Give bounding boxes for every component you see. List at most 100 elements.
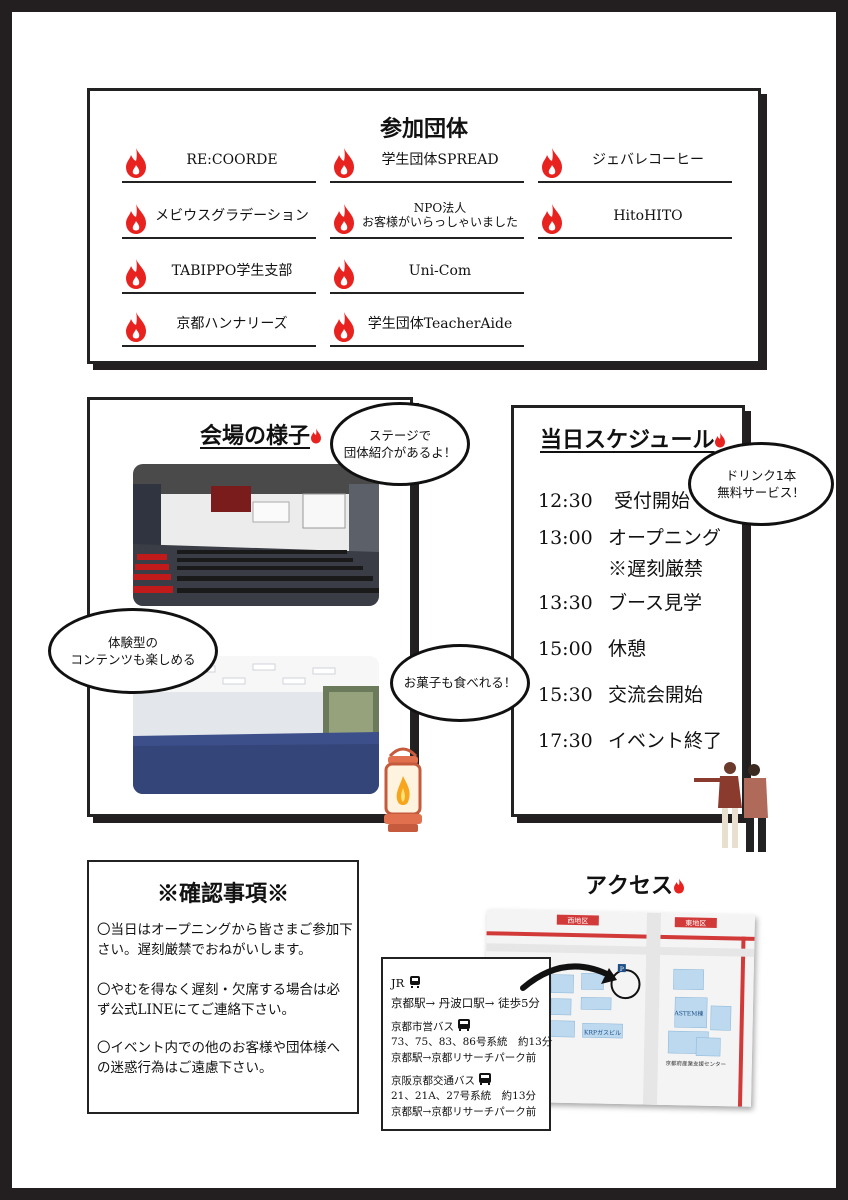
group-item: NPO法人 お客様がいらっしゃいました bbox=[330, 199, 524, 239]
schedule-row: ※遅刻厳禁 bbox=[538, 554, 703, 581]
jr-label-text: JR bbox=[391, 976, 405, 990]
group-name: TABIPPO学生支部 bbox=[171, 262, 293, 279]
group-item: RE:COORDE bbox=[122, 143, 316, 183]
notes-title: ※確認事項※ bbox=[156, 881, 289, 907]
group-item: ジェバレコーヒー bbox=[538, 143, 732, 183]
schedule-label: 受付開始 bbox=[614, 490, 691, 512]
group-name: 京都ハンナリーズ bbox=[176, 315, 288, 332]
note-item: 〇やむを得なく遅刻・欠席する場合は必ず公式LINEにてご連絡下さい。 bbox=[97, 982, 340, 1019]
jr-route: 京都駅→ 丹波口駅→ 徒歩5分 bbox=[391, 996, 540, 1010]
map-kpp-label: KRPガスビル bbox=[584, 1028, 621, 1037]
groups-title: 参加団体 bbox=[379, 116, 468, 142]
transit-info-box: JR 京都駅→ 丹波口駅→ 徒歩5分 京都市営バス 73、75、83、86号系統… bbox=[381, 957, 553, 1131]
flame-icon bbox=[540, 203, 564, 235]
venue-title: 会場の様子 bbox=[200, 418, 322, 450]
pointer-arrow-icon bbox=[520, 963, 617, 991]
participating-groups-box: 参加団体 RE:COORDE 学生団体SPREAD ジェバレコーヒーメビウスグラデー… bbox=[87, 88, 761, 364]
schedule-label: ※遅刻厳禁 bbox=[608, 558, 704, 580]
schedule-title: 当日スケジュール bbox=[540, 422, 726, 454]
flame-icon bbox=[332, 203, 356, 235]
group-item: TABIPPO学生支部 bbox=[122, 254, 316, 294]
map-center-label: 京都府産業支援センター bbox=[666, 1059, 727, 1068]
schedule-label: オープニング bbox=[608, 527, 721, 549]
schedule-time: 15:30 bbox=[538, 684, 593, 706]
group-item: HitoHITO bbox=[538, 199, 732, 239]
group-name: Uni-Com bbox=[408, 262, 472, 279]
access-title: アクセス bbox=[585, 868, 685, 900]
schedule-row: 17:30 イベント終了 bbox=[538, 726, 722, 753]
couple-illustration bbox=[686, 758, 778, 858]
flame-icon bbox=[332, 147, 356, 179]
jr-label: JR bbox=[391, 975, 422, 992]
city-bus-route: 京都駅→京都リサーチパーク前 bbox=[391, 1052, 537, 1064]
schedule-time: 13:00 bbox=[538, 527, 593, 549]
bus-icon bbox=[479, 1073, 492, 1085]
map-building-label: ASTEM棟 bbox=[673, 1009, 703, 1018]
flame-icon bbox=[311, 428, 322, 444]
bubble-snacks-text: お菓子も食べれる！ bbox=[403, 675, 517, 691]
schedule-label: 交流会開始 bbox=[608, 684, 704, 706]
map-west-label: 西地区 bbox=[567, 916, 588, 925]
schedule-box: 当日スケジュール 12:30 受付開始 13:00 オープニング ※遅刻厳禁 13:30 ブ… bbox=[511, 405, 745, 817]
schedule-label: ブース見学 bbox=[608, 592, 703, 614]
flame-icon bbox=[124, 147, 148, 179]
group-item: Uni-Com bbox=[330, 254, 524, 294]
flame-icon bbox=[124, 258, 148, 290]
kyoto-bus-lines: 21、21A、27号系統 約13分 bbox=[391, 1090, 537, 1102]
lantern-illustration bbox=[374, 746, 432, 836]
city-bus-label: 京都市営バス bbox=[391, 1019, 471, 1036]
bubble-drink-text: ドリンク1本 無料サービス！ bbox=[717, 467, 805, 501]
schedule-label: 休憩 bbox=[608, 638, 647, 660]
group-name: NPO法人 お客様がいらっしゃいました bbox=[361, 201, 518, 229]
bubble-stage: ステージで 団体紹介があるよ！ bbox=[330, 402, 470, 486]
access-title-text: アクセス bbox=[585, 873, 674, 899]
svg-text:P: P bbox=[620, 966, 624, 973]
venue-title-text: 会場の様子 bbox=[200, 423, 311, 449]
group-item: 学生団体TeacherAide bbox=[330, 307, 524, 347]
flame-icon bbox=[332, 258, 356, 290]
group-item: 学生団体SPREAD bbox=[330, 143, 524, 183]
schedule-row: 13:00 オープニング bbox=[538, 523, 721, 550]
map-east-label: 東地区 bbox=[685, 918, 706, 927]
notes-box: ※確認事項※ 〇当日はオープニングから皆さまご参加下さい。遅刻厳禁でおねがいしま… bbox=[87, 860, 359, 1114]
group-name: 学生団体TeacherAide bbox=[367, 315, 513, 332]
schedule-time: 17:30 bbox=[538, 730, 593, 752]
flame-icon bbox=[674, 878, 685, 894]
flame-icon bbox=[124, 311, 148, 343]
schedule-time: 12:30 bbox=[538, 490, 593, 512]
group-name: 学生団体SPREAD bbox=[381, 151, 499, 168]
bubble-content-text: 体験型の コンテンツも楽しめる bbox=[70, 634, 196, 668]
flame-icon bbox=[124, 203, 148, 235]
city-bus-label-text: 京都市営バス bbox=[391, 1021, 454, 1033]
group-name: ジェバレコーヒー bbox=[592, 151, 704, 168]
note-item: 〇イベント内での他のお客様や団体様への迷惑行為はご遠慮下さい。 bbox=[97, 1040, 340, 1077]
access-map: 西地区 東地区 ASTEM棟 KRPガスビル 京都府産業支援センター P bbox=[483, 909, 755, 1107]
bus-icon bbox=[458, 1019, 471, 1031]
schedule-time: 13:30 bbox=[538, 592, 593, 614]
schedule-label: イベント終了 bbox=[608, 730, 723, 752]
bubble-drink: ドリンク1本 無料サービス！ bbox=[688, 442, 834, 526]
schedule-row: 15:30 交流会開始 bbox=[538, 680, 703, 707]
bubble-content: 体験型の コンテンツも楽しめる bbox=[48, 608, 218, 694]
city-bus-lines: 73、75、83、86号系統 約13分 bbox=[391, 1036, 553, 1048]
flame-icon bbox=[332, 311, 356, 343]
kyoto-bus-route: 京都駅→京都リサーチパーク前 bbox=[391, 1106, 537, 1118]
note-item: 〇当日はオープニングから皆さまご参加下さい。遅刻厳禁でおねがいします。 bbox=[97, 922, 353, 959]
kyoto-bus-label: 京阪京都交通バス bbox=[391, 1073, 492, 1090]
group-item: 京都ハンナリーズ bbox=[122, 307, 316, 347]
group-name: RE:COORDE bbox=[186, 151, 278, 168]
schedule-row: 12:30 受付開始 bbox=[538, 486, 690, 513]
hall-photo bbox=[133, 464, 379, 606]
schedule-time: 15:00 bbox=[538, 638, 593, 660]
group-item: メビウスグラデーション bbox=[122, 199, 316, 239]
schedule-title-text: 当日スケジュール bbox=[540, 427, 715, 453]
flame-icon bbox=[715, 432, 726, 448]
schedule-row: 13:30 ブース見学 bbox=[538, 588, 702, 615]
bubble-stage-text: ステージで 団体紹介があるよ！ bbox=[343, 427, 457, 461]
train-icon bbox=[409, 976, 420, 988]
flame-icon bbox=[540, 147, 564, 179]
group-name: メビウスグラデーション bbox=[155, 207, 309, 224]
group-name: HitoHITO bbox=[613, 207, 683, 224]
schedule-row: 15:00 休憩 bbox=[538, 634, 646, 661]
